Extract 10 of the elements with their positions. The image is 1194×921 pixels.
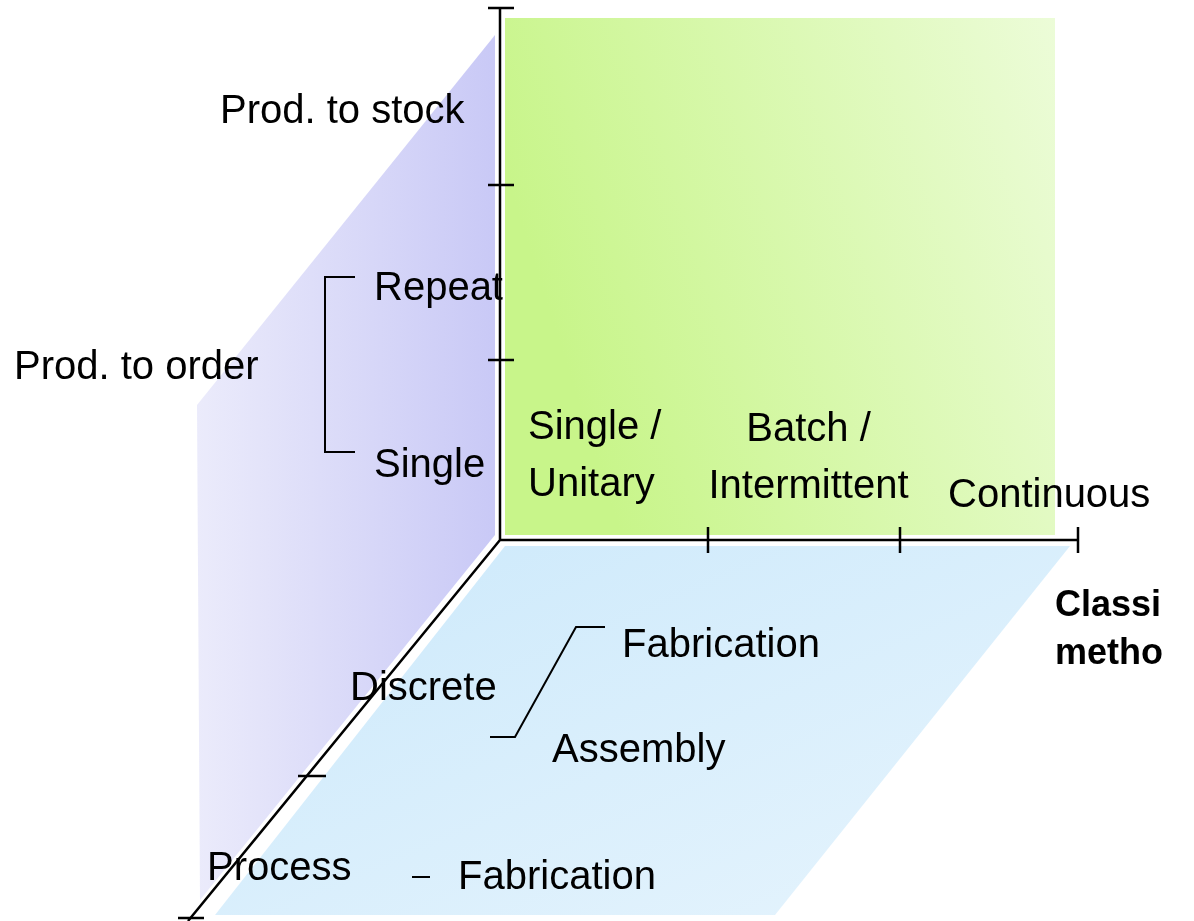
axis-label: Fabrication: [622, 620, 820, 666]
axis-tick-label: Single / Unitary: [528, 402, 663, 506]
axis-label: Assembly: [552, 725, 726, 771]
axis-tick-label: Continuous: [948, 470, 1151, 516]
axis-tick-label: Batch / Intermittent: [707, 404, 910, 508]
axis-label: Single: [374, 440, 486, 486]
axis-title: Classi metho: [1055, 582, 1164, 674]
axis-label: Fabrication: [458, 852, 656, 898]
axis-label: Prod. to stock: [220, 86, 465, 132]
axis-label: Prod. to order: [14, 342, 259, 388]
